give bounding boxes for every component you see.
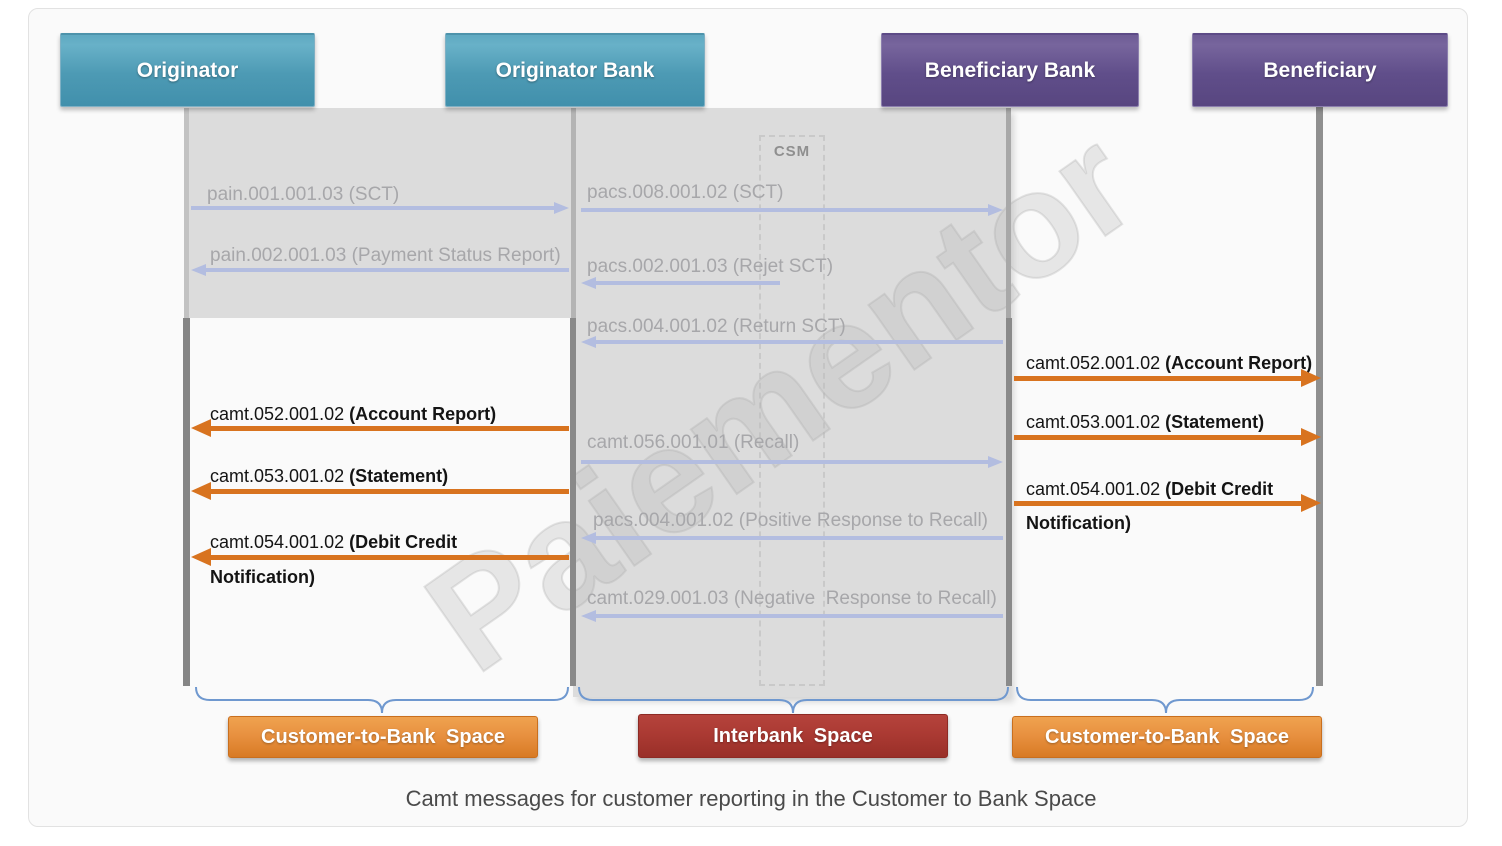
lifeline-originator-top [184,108,189,318]
actor-box-originator: Originator [60,33,315,107]
lifeline-beneficiary [1316,107,1323,686]
space-label-customer-to-bank-left: Customer-to-Bank Space [228,716,538,758]
interbank-region [573,108,1010,697]
actor-box-beneficiary: Beneficiary [1192,33,1448,107]
actor-box-originator-bank: Originator Bank [445,33,705,107]
lifeline-originator-bottom [183,318,190,686]
csm-box: CSM [759,135,825,686]
lifeline-originator-bank-bottom [570,318,576,686]
diagram-caption: Camt messages for customer reporting in … [405,786,1097,811]
lifeline-beneficiary-bank-top [1006,108,1011,318]
space-label-customer-to-bank-right: Customer-to-Bank Space [1012,716,1322,758]
lifeline-beneficiary-bank-bottom [1006,318,1012,686]
csm-label: CSM [773,143,811,160]
space-label-interbank: Interbank Space [638,714,948,758]
customer-to-bank-region-left [186,108,575,318]
lifeline-originator-bank-top [571,108,576,318]
actor-box-beneficiary-bank: Beneficiary Bank [881,33,1139,107]
